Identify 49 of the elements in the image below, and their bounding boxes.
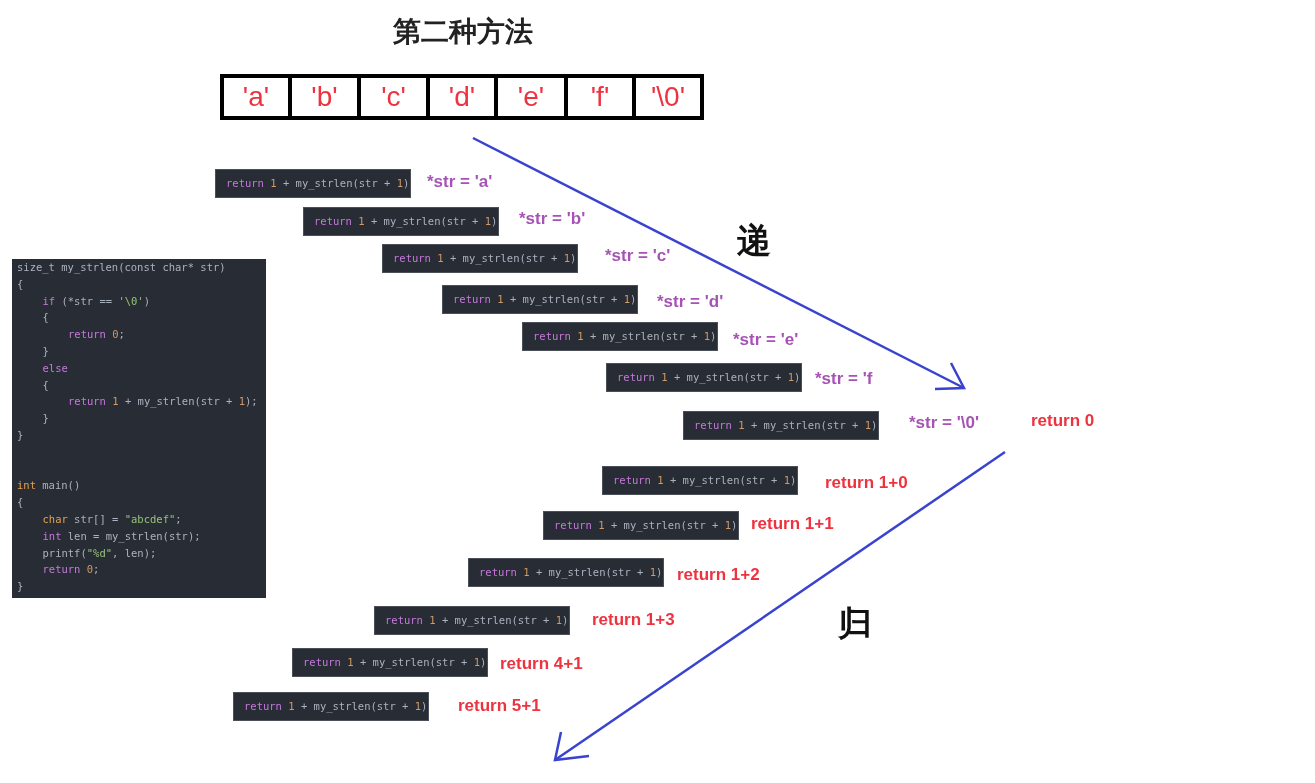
code-snippet: return 1 + my_strlen(str + 1)	[215, 169, 411, 198]
code-line: {	[17, 276, 24, 292]
code-snippet: return 1 + my_strlen(str + 1)	[382, 244, 578, 273]
code-line: int main()	[17, 478, 81, 494]
annotation: *str = 'e'	[733, 329, 799, 351]
code-snippet: return 1 + my_strlen(str + 1)	[522, 322, 718, 351]
phase-label: 递	[737, 220, 771, 260]
code-snippet: return 1 + my_strlen(str + 1)	[468, 558, 664, 587]
code-line: printf("%d", len);	[42, 545, 157, 561]
code-line: return 1 + my_strlen(str + 1);	[68, 394, 258, 410]
annotation: *str = 'f	[815, 368, 873, 390]
code-snippet: return 1 + my_strlen(str + 1)	[442, 285, 638, 314]
phase-label: 归	[838, 603, 872, 643]
code-snippet: return 1 + my_strlen(str + 1)	[374, 606, 570, 635]
code-line: char str[] = "abcdef";	[42, 512, 182, 527]
code-snippet: return 1 + my_strlen(str + 1)	[292, 648, 488, 677]
code-line: {	[17, 495, 24, 511]
code-line: }	[17, 579, 24, 595]
annotation: *str = 'a'	[427, 171, 493, 193]
code-snippet: return 1 + my_strlen(str + 1)	[543, 511, 739, 540]
annotation: *str = '\0'	[909, 412, 979, 434]
code-line: {	[42, 310, 49, 326]
title: 第二种方法	[393, 14, 533, 50]
code-snippet: return 1 + my_strlen(str + 1)	[303, 207, 499, 236]
code-snippet: return 1 + my_strlen(str + 1)	[602, 466, 798, 495]
code-line: size_t my_strlen(const char* str)	[17, 260, 226, 276]
code-line: else	[42, 360, 68, 376]
code-line: {	[42, 377, 49, 393]
code-panel	[12, 259, 266, 598]
code-line: return 0;	[42, 562, 100, 578]
code-snippet: return 1 + my_strlen(str + 1)	[606, 363, 802, 392]
annotation: return 1+0	[825, 472, 908, 494]
code-line: }	[42, 411, 49, 427]
annotation: return 1+2	[677, 564, 760, 586]
code-line: if (*str == '\0')	[42, 293, 150, 309]
code-snippet: return 1 + my_strlen(str + 1)	[233, 692, 429, 721]
code-snippet: return 1 + my_strlen(str + 1)	[683, 411, 879, 440]
code-line: return 0;	[68, 327, 125, 343]
code-line: }	[17, 428, 24, 443]
annotation: return 0	[1031, 410, 1095, 432]
annotation: return 1+3	[592, 609, 675, 631]
annotation: return 5+1	[458, 695, 541, 717]
annotation: return 4+1	[500, 653, 583, 675]
annotation: *str = 'd'	[657, 291, 724, 313]
code-line: }	[42, 344, 49, 359]
annotation: *str = 'c'	[605, 245, 671, 267]
annotation: *str = 'b'	[519, 208, 586, 230]
code-line: int len = my_strlen(str);	[42, 528, 201, 545]
annotation: return 1+1	[751, 513, 834, 535]
